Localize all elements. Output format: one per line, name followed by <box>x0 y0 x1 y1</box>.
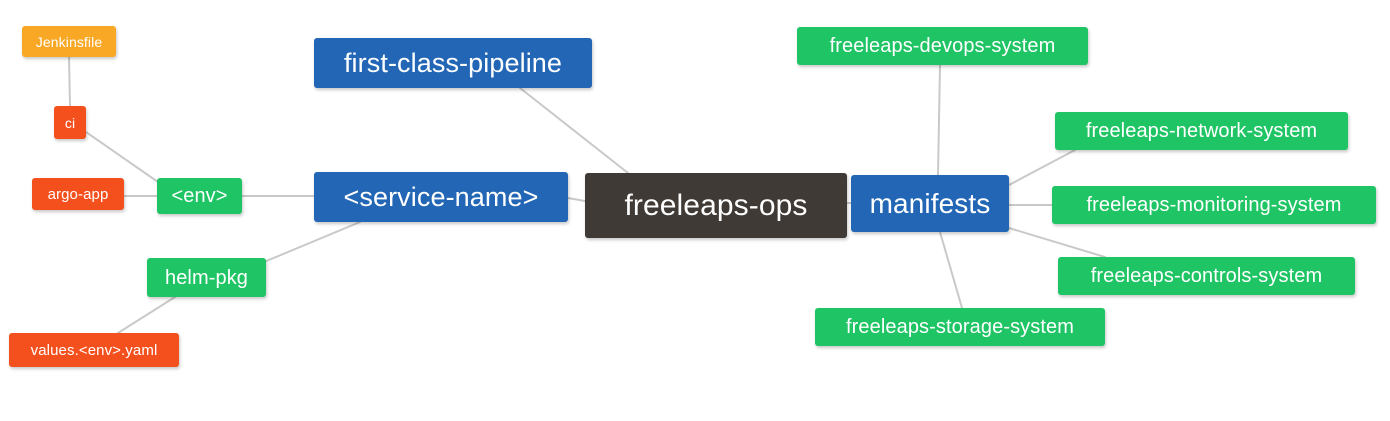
edge-helm-pkg-to-service-name <box>263 221 361 263</box>
edge-jenkinsfile-to-ci <box>68 56 71 107</box>
node-freeleaps-network-system[interactable]: freeleaps-network-system <box>1055 112 1348 150</box>
node-first-class-pipeline[interactable]: first-class-pipeline <box>314 38 592 88</box>
edge-service-name-to-freeleaps-ops <box>567 197 586 202</box>
node-manifests[interactable]: manifests <box>851 175 1009 232</box>
node-freeleaps-controls-system[interactable]: freeleaps-controls-system <box>1058 257 1355 295</box>
node-argo-app[interactable]: argo-app <box>32 178 124 210</box>
node-service-name[interactable]: <service-name> <box>314 172 568 222</box>
edge-ci-to-env <box>85 131 159 183</box>
node-freeleaps-ops[interactable]: freeleaps-ops <box>585 173 847 238</box>
edge-manifests-to-freeleaps-controls-system <box>1008 227 1106 258</box>
edge-values-yaml-to-helm-pkg <box>117 296 176 334</box>
edge-manifests-to-freeleaps-storage-system <box>939 231 963 309</box>
node-freeleaps-monitoring-system[interactable]: freeleaps-monitoring-system <box>1052 186 1376 224</box>
edge-manifests-to-freeleaps-devops-system <box>937 64 941 176</box>
node-helm-pkg[interactable]: helm-pkg <box>147 258 266 297</box>
node-ci[interactable]: ci <box>54 106 86 139</box>
edge-manifests-to-freeleaps-network-system <box>1008 149 1076 186</box>
node-env[interactable]: <env> <box>157 178 242 214</box>
node-freeleaps-devops-system[interactable]: freeleaps-devops-system <box>797 27 1088 65</box>
edge-first-class-pipeline-to-freeleaps-ops <box>519 87 629 174</box>
node-freeleaps-storage-system[interactable]: freeleaps-storage-system <box>815 308 1105 346</box>
node-jenkinsfile[interactable]: Jenkinsfile <box>22 26 116 57</box>
node-values-yaml[interactable]: values.<env>.yaml <box>9 333 179 367</box>
